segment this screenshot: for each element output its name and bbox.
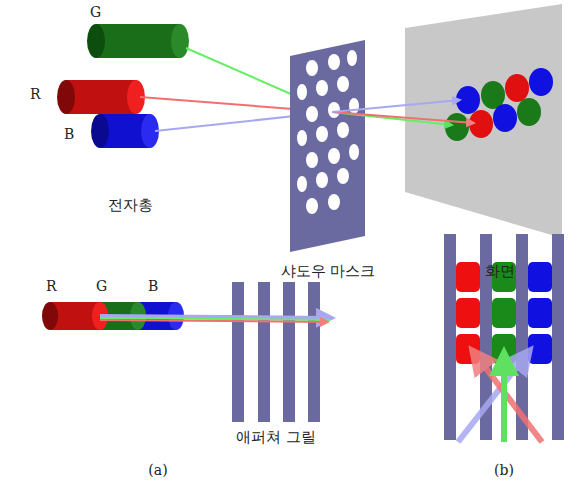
electron-gun-b [91,114,159,148]
part-name: 전자총 [108,196,153,214]
electron-gun-g [87,24,189,58]
figure-label: (a) [148,462,167,479]
part-name: 샤도우 마스크 [281,262,376,280]
gun-letter: R [46,278,57,295]
gun-letter: G [90,4,101,21]
part-name: 애퍼쳐 그릴 [236,428,316,446]
electron-gun-r [57,80,145,114]
gun-letter: G [96,278,107,295]
figure-label: (b) [494,462,514,479]
gun-letter: R [30,86,41,103]
part-name: 화면 [485,262,515,280]
gun-letter: B [64,126,74,143]
gun-letter: B [148,278,158,295]
